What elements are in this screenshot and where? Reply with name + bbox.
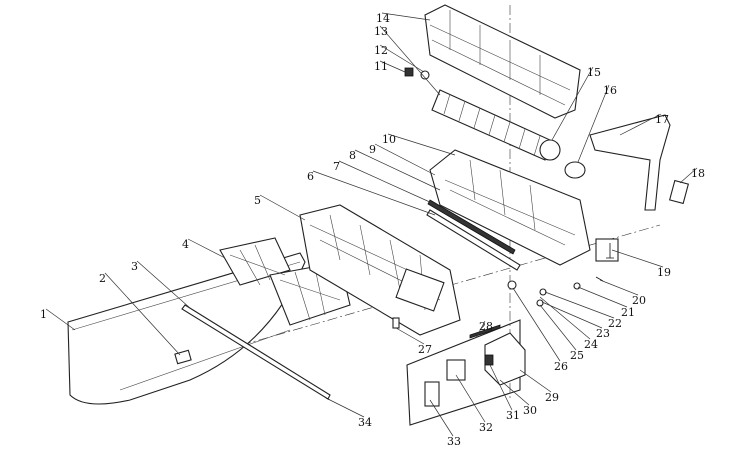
leader-line-28 [475, 320, 486, 339]
callout-13: 13 [374, 25, 388, 38]
leader-line-18 [679, 167, 698, 184]
chassis-body [299, 204, 461, 336]
leader-line-1 [45, 308, 76, 331]
callout-23: 23 [596, 327, 610, 340]
evaporator [424, 4, 581, 119]
callout-15: 15 [587, 66, 601, 79]
callout-33: 33 [447, 435, 461, 448]
fitting [507, 280, 517, 290]
callout-9: 9 [369, 143, 376, 156]
electrical-box [406, 319, 526, 426]
leader-line-5 [259, 194, 306, 221]
callout-20: 20 [632, 294, 646, 307]
motor-bracket [539, 139, 561, 161]
leader-line-11 [379, 60, 406, 73]
leader-line-20 [599, 279, 639, 296]
leader-line-19 [611, 249, 664, 268]
leader-line-29 [519, 369, 552, 393]
leader-line-32 [455, 374, 486, 423]
leader-line-4 [187, 238, 226, 259]
callout-24: 24 [584, 338, 598, 351]
callout-10: 10 [382, 133, 396, 146]
cross-flow-fan [431, 89, 551, 161]
callout-32: 32 [479, 421, 493, 434]
leader-line-6 [312, 170, 436, 216]
leader-line-17 [619, 113, 662, 136]
leader-line-25 [539, 304, 577, 351]
base-chassis [429, 149, 591, 266]
cap [539, 288, 547, 296]
callout-31: 31 [506, 409, 520, 422]
callout-7: 7 [333, 160, 340, 173]
callout-5: 5 [254, 194, 261, 207]
callout-34: 34 [358, 416, 372, 429]
leader-line-33 [429, 399, 454, 437]
leader-line-21 [577, 286, 628, 308]
bearing [420, 70, 430, 80]
callout-11: 11 [374, 60, 388, 73]
leader-line-27 [395, 327, 425, 345]
callout-16: 16 [603, 84, 617, 97]
callout-28: 28 [479, 320, 493, 333]
nut [573, 282, 581, 290]
sensor [392, 317, 400, 329]
callout-19: 19 [657, 266, 671, 279]
drain-plug [595, 276, 604, 282]
callout-17: 17 [655, 113, 669, 126]
leader-line-31 [489, 364, 513, 411]
screw [325, 397, 331, 401]
mounting-plate [589, 114, 671, 211]
leader-line-34 [329, 399, 365, 418]
leader-line-23 [541, 301, 603, 329]
louver-rod [427, 199, 516, 255]
callout-12: 12 [374, 44, 388, 57]
callout-4: 4 [182, 238, 189, 251]
callout-6: 6 [307, 170, 314, 183]
washer [536, 299, 544, 307]
leader-line-13 [379, 25, 441, 96]
callout-1: 1 [40, 308, 47, 321]
callout-29: 29 [545, 391, 559, 404]
callout-18: 18 [691, 167, 705, 180]
leader-line-16 [577, 84, 610, 163]
screw-icon [606, 243, 614, 259]
callout-2: 2 [99, 272, 106, 285]
leader-line-7 [338, 160, 433, 204]
leader-line-15 [551, 66, 594, 141]
callout-3: 3 [131, 260, 138, 273]
vertical-louver [426, 209, 521, 271]
leader-line-2 [104, 272, 181, 356]
wall-bracket [668, 179, 690, 205]
callout-21: 21 [621, 306, 635, 319]
leader-line-10 [387, 133, 456, 156]
callout-26: 26 [554, 360, 568, 373]
leader-line-3 [136, 260, 191, 309]
callout-14: 14 [376, 12, 390, 25]
leader-line-30 [499, 379, 530, 406]
callout-30: 30 [523, 404, 537, 417]
callout-22: 22 [608, 317, 622, 330]
callout-8: 8 [349, 149, 356, 162]
leader-line-12 [379, 44, 425, 73]
fan-motor [564, 161, 586, 179]
leader-line-26 [512, 287, 561, 362]
bearing-holder [404, 67, 414, 77]
leader-line-22 [544, 291, 615, 319]
callout-25: 25 [570, 349, 584, 362]
leader-line-9 [374, 143, 436, 176]
callout-27: 27 [418, 343, 432, 356]
leader-line-8 [354, 149, 441, 191]
leader-line-24 [539, 296, 591, 340]
leader-line-14 [381, 12, 431, 21]
accessory-kit [595, 238, 619, 262]
